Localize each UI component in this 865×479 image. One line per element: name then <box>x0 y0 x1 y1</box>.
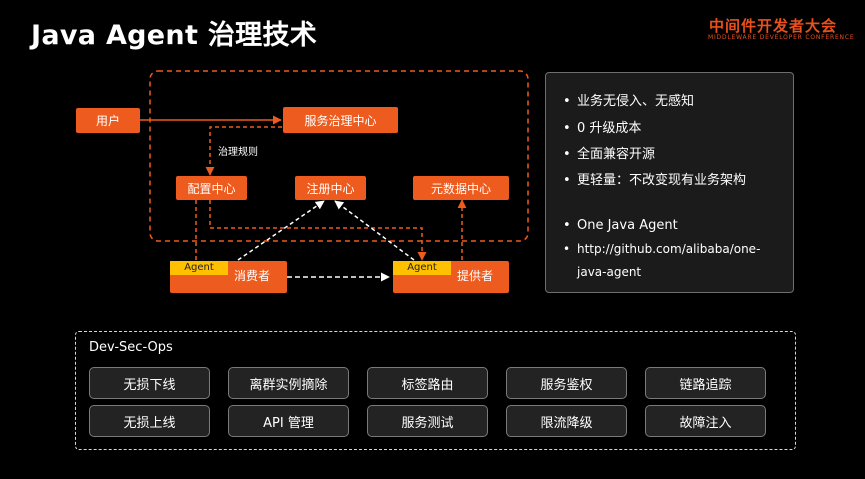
config-center-node: 配置中心 <box>176 176 247 200</box>
agent-tag: Agent <box>393 261 451 275</box>
capability-pill: 无损上线 <box>89 405 210 437</box>
provider-node: Agent 提供者 <box>393 261 509 293</box>
feature-item: •One Java Agent <box>563 218 678 233</box>
capability-pill: 服务测试 <box>367 405 488 437</box>
bullet-icon: • <box>563 121 571 136</box>
features-panel: •业务无侵入、无感知 •0 升级成本 •全面兼容开源 •更轻量：不改变现有业务架… <box>545 72 794 293</box>
logo-subtext: MIDDLEWARE DEVELOPER CONFERENCE <box>708 34 855 41</box>
dev-sec-ops-panel: Dev-Sec-Ops 无损下线 离群实例摘除 标签路由 服务鉴权 链路追踪 无… <box>75 331 796 450</box>
bullet-icon: • <box>563 218 571 233</box>
page-title: Java Agent 治理技术 <box>31 20 318 51</box>
metadata-center-node: 元数据中心 <box>413 176 509 200</box>
provider-label: 提供者 <box>457 269 494 283</box>
feature-item: •更轻量：不改变现有业务架构 <box>563 173 747 188</box>
config-to-provider-path <box>209 200 427 261</box>
github-link[interactable]: •http://github.com/alibaba/one- <box>563 242 761 256</box>
feature-item: •业务无侵入、无感知 <box>563 94 695 109</box>
provider-to-registry-link <box>334 200 415 261</box>
bullet-icon: • <box>563 147 571 162</box>
governance-rules-label: 治理规则 <box>218 147 258 158</box>
consumer-label: 消费者 <box>234 269 271 283</box>
capability-pill: API 管理 <box>228 405 349 437</box>
user-node: 用户 <box>76 108 140 133</box>
governance-frame <box>149 70 529 242</box>
dev-sec-ops-title: Dev-Sec-Ops <box>89 340 173 355</box>
agent-tag: Agent <box>170 261 228 275</box>
feature-item: •全面兼容开源 <box>563 147 656 162</box>
consumer-node: Agent 消费者 <box>170 261 287 293</box>
github-link-continued[interactable]: java-agent <box>577 265 642 279</box>
capability-pill: 限流降级 <box>506 405 627 437</box>
capability-pill: 链路追踪 <box>645 367 766 399</box>
bullet-icon: • <box>563 173 571 188</box>
service-governance-center-node: 服务治理中心 <box>283 107 398 133</box>
consumer-to-registry-link <box>237 200 325 261</box>
conference-logo: 中间件开发者大会 MIDDLEWARE DEVELOPER CONFERENCE <box>708 17 855 42</box>
capability-pill: 服务鉴权 <box>506 367 627 399</box>
registry-center-node: 注册中心 <box>295 176 366 200</box>
bullet-icon: • <box>563 242 571 256</box>
logo-text: 中间件开发者大会 <box>708 17 837 35</box>
capability-pill: 离群实例摘除 <box>228 367 349 399</box>
feature-item: •0 升级成本 <box>563 121 642 136</box>
bullet-icon: • <box>563 94 571 109</box>
capability-pill: 故障注入 <box>645 405 766 437</box>
gov-to-config-path <box>205 126 282 176</box>
capability-pill: 无损下线 <box>89 367 210 399</box>
capability-pill: 标签路由 <box>367 367 488 399</box>
